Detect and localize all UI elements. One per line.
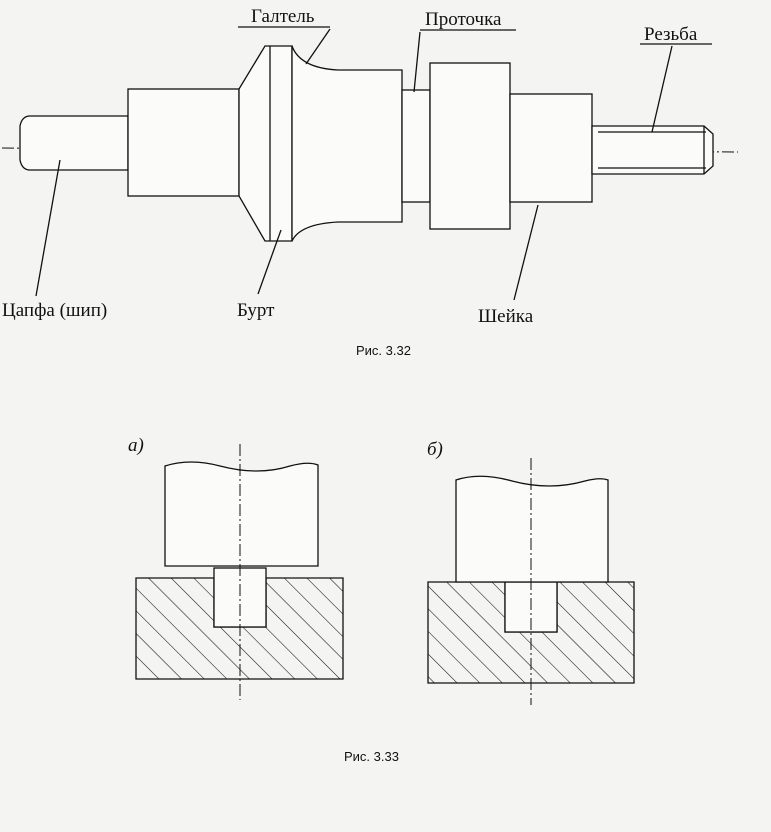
shaft-drawing	[1, 45, 739, 242]
label-rezba: Резьба	[644, 24, 698, 45]
label-galtel: Галтель	[251, 6, 315, 27]
caption-fig-3-32: Рис. 3.32	[356, 343, 411, 358]
variant-b-drawing: б)	[427, 439, 635, 705]
shaft-neck	[509, 93, 593, 203]
variant-b-upper-part	[455, 475, 609, 583]
shaft-groove	[401, 89, 431, 203]
variant-a-upper-part	[164, 461, 319, 567]
label-tsapfa: Цапфа (шип)	[2, 300, 107, 321]
label-protochka: Проточка	[425, 9, 502, 30]
variant-a-slot	[213, 567, 267, 628]
shaft-wide-section	[429, 62, 511, 230]
caption-fig-3-33: Рис. 3.33	[344, 749, 399, 764]
shaft-collar	[238, 45, 293, 242]
variant-a-drawing: а)	[128, 435, 344, 700]
shaft-cylinder-left	[127, 88, 240, 197]
label-sheyka: Шейка	[478, 306, 534, 327]
shaft-journal	[19, 115, 129, 171]
label-variant-b: б)	[427, 439, 443, 460]
label-burt: Бурт	[237, 300, 275, 321]
label-variant-a: а)	[128, 435, 144, 456]
shaft-fillet-body	[291, 45, 403, 242]
shaft-thread	[591, 125, 714, 175]
leader-lines	[35, 26, 712, 301]
